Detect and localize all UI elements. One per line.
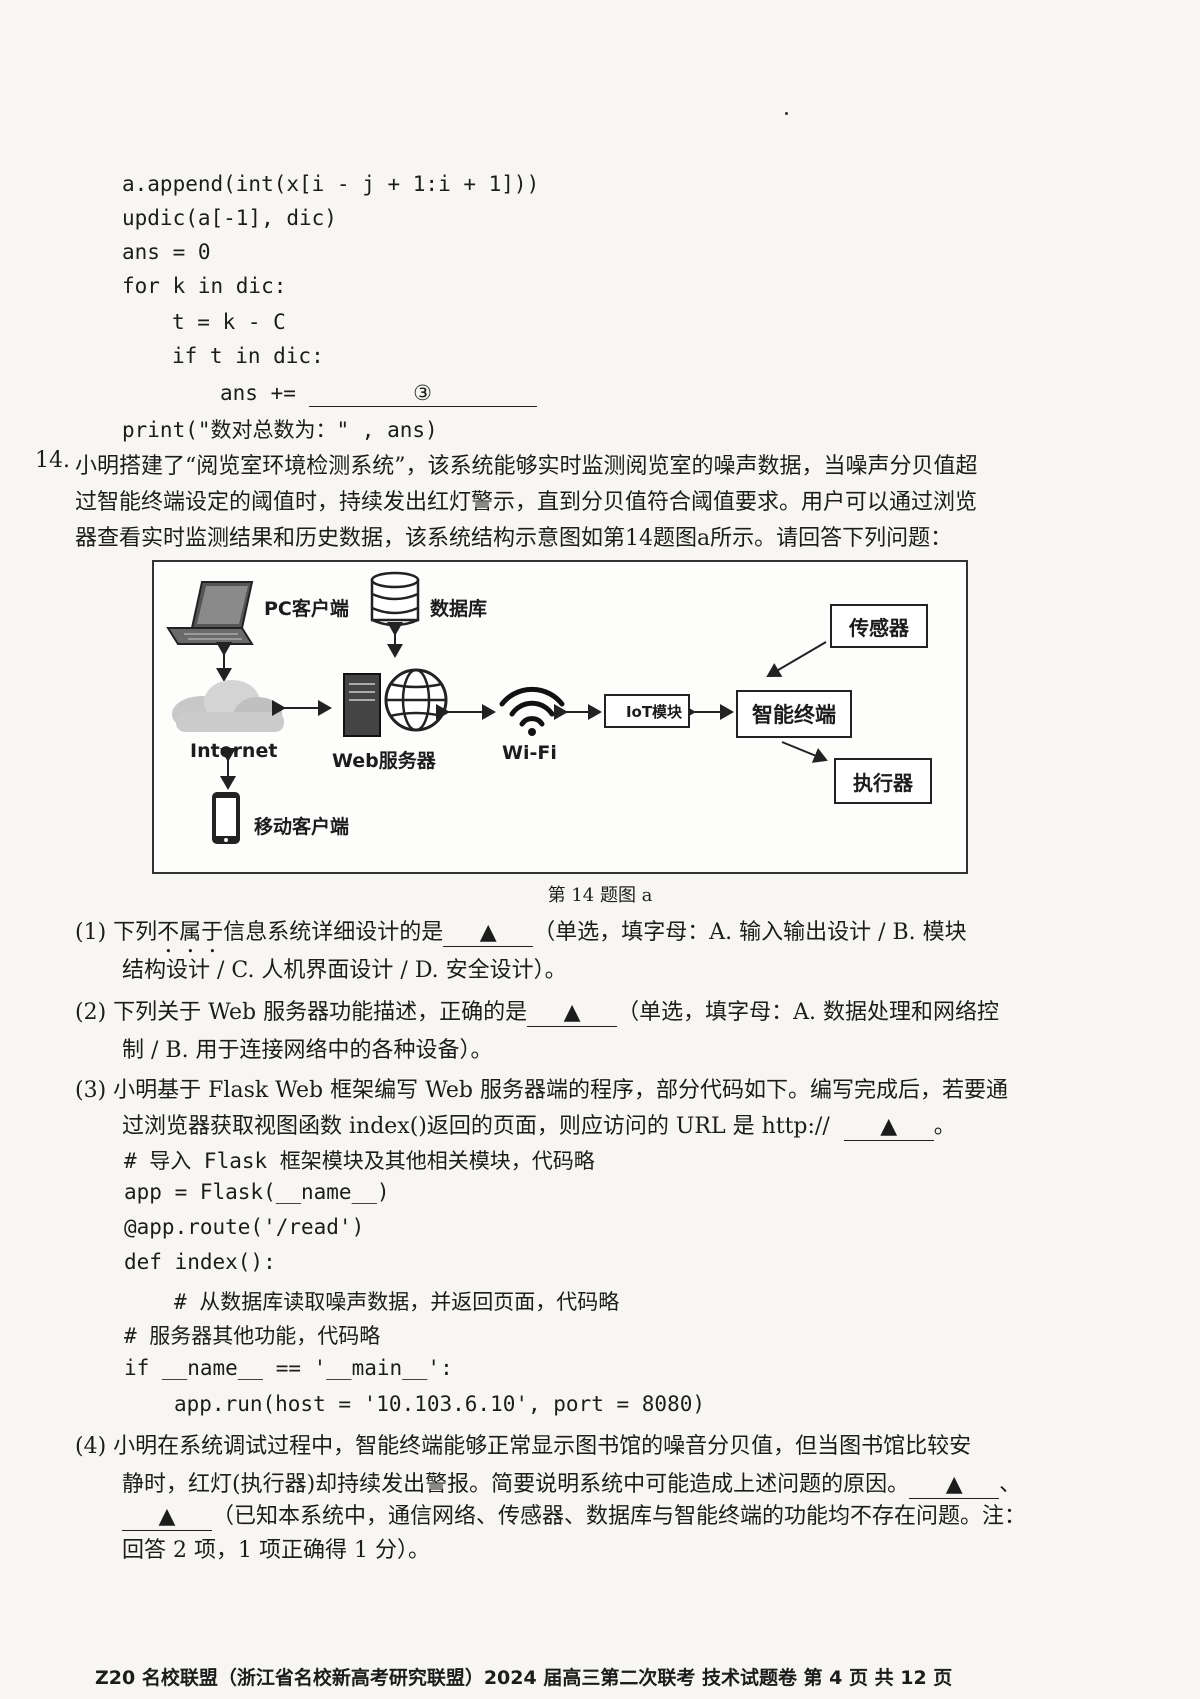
laptop-icon (166, 581, 254, 645)
wifi-icon (499, 686, 565, 736)
flask-code-line: if __name__ == '__main__': (124, 1356, 453, 1380)
sub2-after: （单选，填字母：A. 数据处理和网络控 (617, 1000, 999, 1025)
diagram-graphics (166, 571, 828, 844)
flask-code-line: app = Flask(__name__) (124, 1180, 390, 1204)
subquestion-1: (1) 下列不属于信息系统详细设计的是 ▲ （单选，填字母：A. 输入输出设计 / … (75, 914, 967, 958)
blank-mark: ▲ (479, 920, 497, 945)
sub4-after: （已知本系统中，通信网络、传感器、数据库与智能终端的功能均不存在问题。注： (212, 1504, 1027, 1529)
actuator-label: 执行器 (853, 770, 913, 795)
iot-module-label: IoT模块 (625, 702, 683, 721)
sub3-prefix: 过浏览器获取视图函数 index()返回的页面，则应访问的 URL 是 http… (122, 1114, 830, 1139)
question-number: 14. (35, 448, 70, 473)
code-line: if t in dic: (172, 344, 324, 368)
subquestion-1-line2: 结构设计 / C. 人机界面设计 / D. 安全设计）。 (122, 958, 567, 983)
sub1-after: （单选，填字母：A. 输入输出设计 / B. 模块 (533, 920, 967, 945)
code-line: ans = 0 (122, 240, 211, 264)
iot-module-box: IoT模块 (604, 694, 690, 728)
smart-terminal-label: 智能终端 (752, 703, 836, 727)
code-line: t = k - C (172, 310, 286, 334)
blank-mark: ③ (413, 381, 432, 405)
answer-blank-url[interactable]: ▲ (843, 1114, 934, 1141)
actuator-box: 执行器 (834, 758, 932, 804)
code-line-blank3: ans += ③ (220, 380, 537, 407)
flask-code-line: @app.route('/read') (124, 1215, 365, 1239)
subquestion-3: (3) 小明基于 Flask Web 框架编写 Web 服务器端的程序，部分代码… (75, 1078, 1009, 1103)
mobile-client-label: 移动客户端 (254, 816, 350, 838)
flask-code-line: app.run(host = '10.103.6.10', port = 808… (174, 1392, 706, 1416)
answer-blank-1[interactable]: ▲ (443, 920, 534, 947)
sub2-prefix: (2) 下列关于 Web 服务器功能描述，正确的是 (75, 1000, 528, 1025)
question-text: 小明搭建了“阅览室环境检测系统”，该系统能够实时监测阅览室的噪声数据，当噪声分贝… (75, 454, 978, 479)
subquestion-2-line2: 制 / B. 用于连接网络中的各种设备）。 (122, 1038, 493, 1063)
sub3-end: 。 (933, 1114, 956, 1139)
subquestion-3-line2: 过浏览器获取视图函数 index()返回的页面，则应访问的 URL 是 http… (122, 1108, 956, 1141)
web-server-label: Web服务器 (332, 750, 436, 772)
code-line: updic(a[-1], dic) (122, 206, 337, 230)
answer-blank-3[interactable]: ③ (308, 380, 537, 407)
subquestion-4-line2: 静时，红灯(执行器)却持续发出警报。简要说明系统中可能造成上述问题的原因。 ▲ 、 (122, 1466, 1021, 1499)
blank-mark: ▲ (158, 1504, 176, 1529)
blank-mark: ▲ (945, 1472, 963, 1497)
subquestion-4-line3: ▲ （已知本系统中，通信网络、传感器、数据库与智能终端的功能均不存在问题。注： (122, 1498, 1026, 1531)
wifi-label: Wi-Fi (502, 742, 557, 764)
code-line: print("数对总数为：" , ans) (122, 418, 438, 442)
subquestion-2: (2) 下列关于 Web 服务器功能描述，正确的是 ▲ （单选，填字母：A. 数据处… (75, 994, 999, 1027)
figure-caption: 第 14 题图 a (547, 885, 653, 906)
page-footer: Z20 名校联盟（浙江省名校新高考研究联盟）2024 届高三第二次联考 技术试题… (95, 1667, 953, 1689)
database-label: 数据库 (430, 598, 488, 620)
sub4-prefix: 静时，红灯(执行器)却持续发出警报。简要说明系统中可能造成上述问题的原因。 (122, 1472, 910, 1497)
answer-blank-4b[interactable]: ▲ (122, 1504, 212, 1531)
answer-blank-2[interactable]: ▲ (527, 1000, 618, 1027)
sensor-box: 传感器 (830, 604, 928, 648)
question-text: 器查看实时监测结果和历史数据，该系统结构示意图如第14题图a所示。请回答下列问题… (75, 526, 953, 551)
code-line: a.append(int(x[i - j + 1:i + 1])) (122, 172, 540, 196)
subquestion-4: (4) 小明在系统调试过程中，智能终端能够正常显示图书馆的噪音分贝值，但当图书馆… (75, 1434, 972, 1459)
pc-client-label: PC客户端 (264, 598, 349, 620)
subquestion-4-line4: 回答 2 项，1 项正确得 1 分）。 (122, 1538, 430, 1563)
phone-icon (212, 792, 240, 844)
sub4-sep: 、 (999, 1472, 1022, 1497)
blank-mark: ▲ (880, 1114, 898, 1139)
sub1-mid: 信息系统详细设计的是 (223, 920, 444, 945)
flask-code-line: def index(): (124, 1250, 276, 1274)
flask-code-line: # 服务器其他功能，代码略 (124, 1324, 381, 1348)
answer-blank-4a[interactable]: ▲ (909, 1472, 1000, 1499)
flask-code-line: # 导入 Flask 框架模块及其他相关模块，代码略 (124, 1149, 595, 1173)
sub1-emphasis: 不属于 (157, 920, 224, 945)
question-text: 过智能终端设定的阈值时，持续发出红灯警示，直到分贝值符合阈值要求。用户可以通过浏… (75, 490, 978, 515)
internet-label: Internet (190, 740, 278, 762)
flask-code-line: # 从数据库读取噪声数据，并返回页面，代码略 (174, 1290, 620, 1314)
system-diagram: PC客户端 数据库 Internet Web服务器 Wi-Fi 移动客户端 Io… (152, 560, 968, 874)
scan-speck (785, 112, 788, 115)
sub1-prefix: (1) 下列 (75, 920, 158, 945)
code-text: ans += (220, 381, 309, 405)
code-line: for k in dic: (122, 274, 287, 298)
database-icon (370, 571, 420, 627)
smart-terminal-box: 智能终端 (736, 690, 852, 738)
server-icon (343, 668, 448, 737)
blank-mark: ▲ (563, 1000, 581, 1025)
cloud-icon (172, 680, 284, 732)
sensor-label: 传感器 (849, 615, 909, 640)
